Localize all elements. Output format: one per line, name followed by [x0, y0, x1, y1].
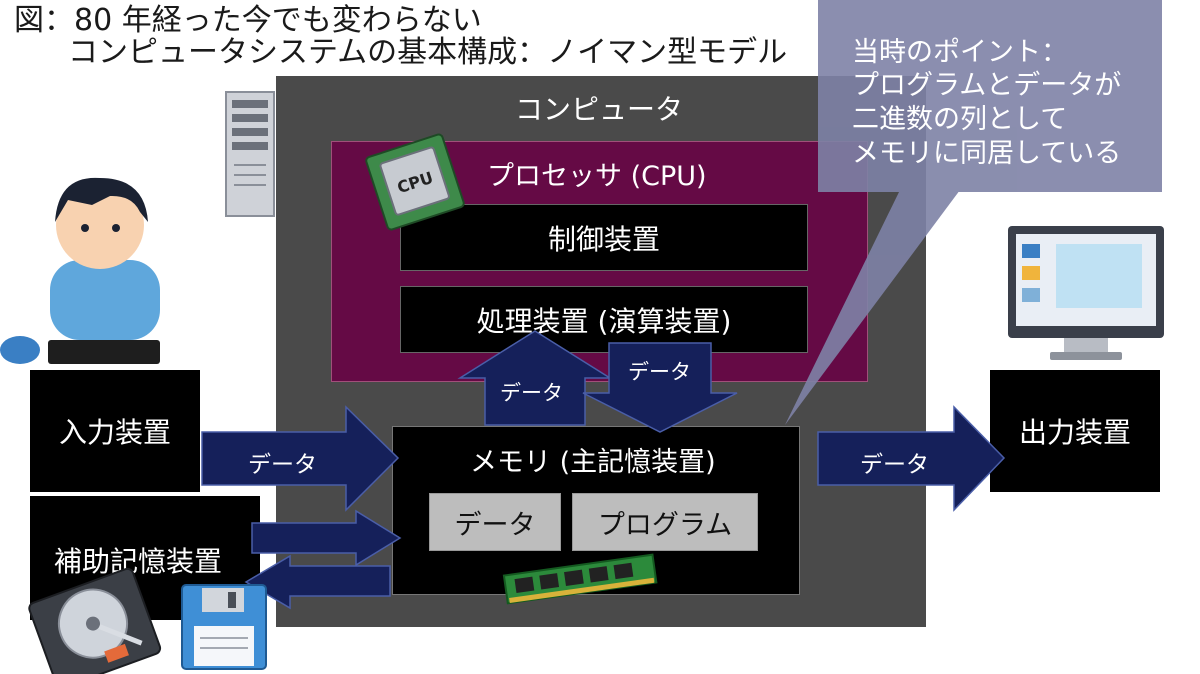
arrow-input-to-memory: [201, 405, 400, 512]
control-unit-box: 制御装置: [400, 204, 808, 271]
memory-data-box: データ: [429, 493, 561, 551]
arrow-label-memory-to-cpu: データ: [500, 381, 563, 405]
ram-module-icon: [502, 553, 658, 605]
arrow-memory-to-cpu: [457, 330, 613, 426]
diagram-title-line1: 図：80 年経った今でも変わらない: [14, 3, 482, 38]
server-tower-icon: [225, 91, 275, 217]
hard-disk-icon: [28, 567, 162, 674]
callout-line3: 二進数の列として: [852, 104, 1068, 135]
callout: [785, 0, 1162, 425]
monitor-icon: [1008, 226, 1164, 360]
cpu-chip-icon: CPU: [365, 133, 465, 231]
computer-label: コンピュータ: [515, 93, 684, 126]
callout-line1: 当時のポイント：: [852, 37, 1068, 68]
diagram-title-line2: コンピュータシステムの基本構成：ノイマン型モデル: [68, 35, 788, 70]
input-device-box: 入力装置: [30, 370, 200, 492]
callout-line4: メモリに同居している: [852, 138, 1122, 169]
processor-label: プロセッサ (CPU): [487, 161, 707, 192]
arrow-label-cpu-to-memory: データ: [628, 360, 691, 384]
arrow-memory-to-storage: [244, 554, 391, 610]
arrow-cpu-to-memory: [582, 342, 738, 433]
memory-label: メモリ (主記憶装置): [470, 447, 716, 478]
callout-line2: プログラムとデータが: [852, 70, 1122, 101]
processing-unit-box: 処理装置 (演算装置): [400, 286, 808, 353]
arrow-storage-to-memory: [251, 509, 402, 567]
floppy-disk-icon: [181, 584, 267, 670]
output-device-box: 出力装置: [990, 370, 1160, 492]
person-typing-icon: [0, 177, 160, 364]
storage-device-label: 補助記憶装置: [54, 545, 223, 578]
arrow-label-input-to-memory: データ: [248, 452, 317, 478]
memory-program-box: プログラム: [572, 493, 758, 551]
arrow-memory-to-output: [817, 405, 1006, 512]
arrow-label-memory-to-output: データ: [860, 452, 929, 478]
